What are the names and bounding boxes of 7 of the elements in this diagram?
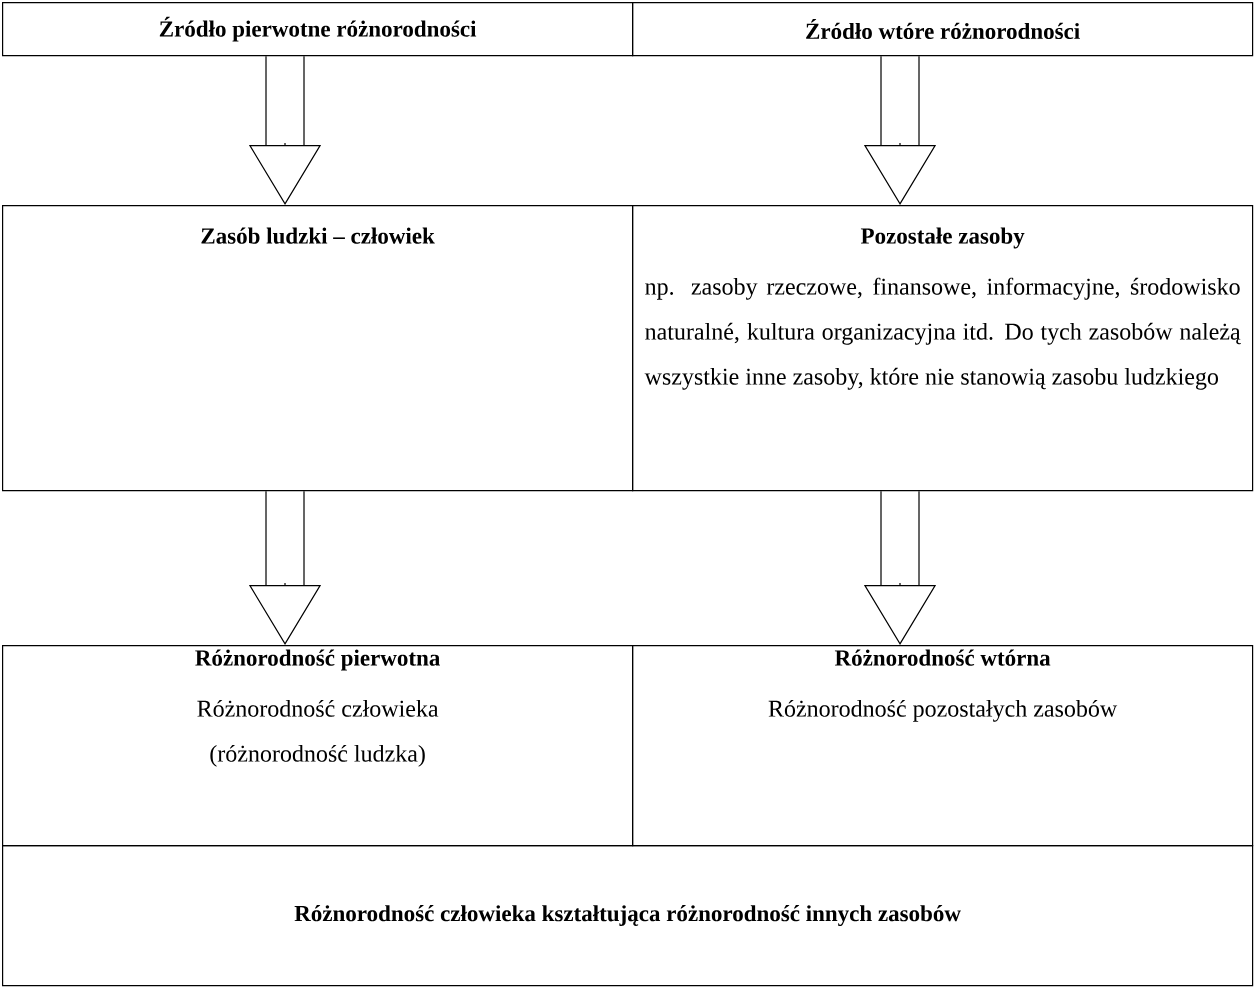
text-box: Różnorodność pierwotna Różnorodność człowieka (różnorodność ludzka) <box>2 645 634 847</box>
text-box: Pozostałe zasoby np. zasoby rzeczowe, finansowe, informacyjne, środowisko naturalné, kultura organizacyjna itd. Do tych zasobów należą wszystkie inne zasoby, które nie stanowią zasobu ludzkiego <box>632 205 1254 492</box>
text-box: Źródło wtóre różnorodności <box>632 2 1254 57</box>
text-box: Różnorodność wtórna Różnorodność pozostałych zasobów <box>632 645 1254 847</box>
text-box: Zasób ludzki – człowiek <box>2 205 634 492</box>
text-box: Różnorodność człowieka kształtująca różnorodność innych zasobów <box>2 845 1254 987</box>
text-box: Źródło pierwotne różnorodności <box>2 2 634 57</box>
